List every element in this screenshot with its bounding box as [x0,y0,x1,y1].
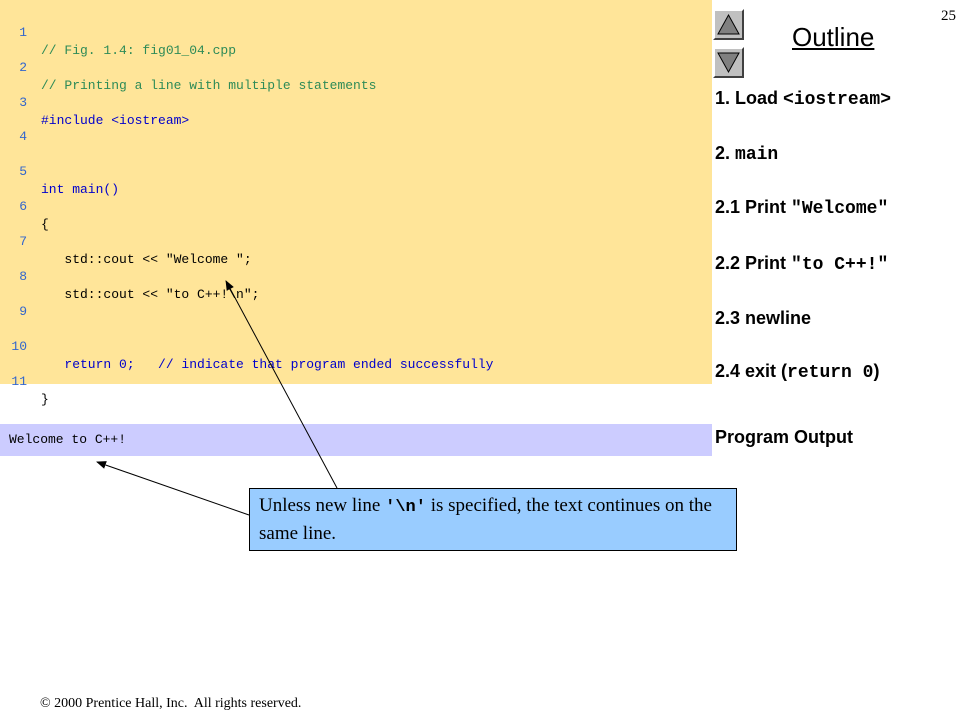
code-text: // Printing a line with multiple stateme… [41,78,377,93]
outline-item: 2.4 exit (return 0) [715,360,879,384]
line-number: 4 [19,129,27,144]
line-number: 11 [11,374,27,389]
arrow-to-code [225,280,338,489]
code-text: // Fig. 1.4: fig01_04.cpp [41,43,237,58]
code-line: 10 return 0; // indicate that program en… [0,320,712,372]
outline-item-label: 2.2 Print [715,253,792,273]
outline-item-label: 2. [715,143,736,163]
code-text: std::cout << "to C++!\n"; [41,287,260,302]
outline-item-code: "Welcome" [791,199,889,219]
outline-item: 2.3 newline [715,307,811,331]
outline-item: 2.2 Print "to C++!" [715,252,888,276]
outline-item-code: "to C++!" [791,255,889,275]
outline-item: 2.1 Print "Welcome" [715,196,888,220]
callout-code: '\n' [385,498,426,517]
code-text: #include <iostream> [41,113,190,128]
triangle-down-icon [717,52,740,74]
outline-item: 1. Load <iostream> [715,87,891,111]
line-number: 8 [19,269,27,284]
previous-slide-button[interactable] [713,9,744,40]
outline-item: Program Output [715,426,853,450]
outline-item-code: return 0 [787,363,874,383]
code-line: 1 // Fig. 1.4: fig01_04.cpp [0,6,712,58]
outline-title: Outline [792,22,875,52]
code-line: 9 [0,285,712,319]
code-text: return 0; // indicate that program ended… [41,357,494,372]
copyright-footer: © 2000 Prentice Hall, Inc. All rights re… [40,696,301,712]
code-line: 7 std::cout << "Welcome "; [0,215,712,267]
code-line: 6 { [0,180,712,232]
program-output-text: Welcome to C++! [9,432,127,447]
outline-item-label: 2.3 newline [715,308,812,328]
line-number: 1 [19,25,27,40]
program-output-panel: Welcome to C++! [0,424,712,456]
callout-text: Unless new line [259,495,386,516]
code-line: 3 #include <iostream> [0,76,712,128]
outline-item-code: <iostream> [783,90,892,110]
copyright-icon: © [40,696,51,711]
line-number: 7 [19,234,27,249]
outline-item-label: Program Output [715,427,853,447]
next-slide-button[interactable] [713,47,744,78]
callout-box: Unless new line '\n' is specified, the t… [249,488,737,551]
code-line: 2 // Printing a line with multiple state… [0,41,712,93]
outline-item: 2. main [715,142,778,166]
code-line: 8 std::cout << "to C++!\n"; [0,250,712,302]
page-number: 25 [941,8,956,24]
code-panel: 1 // Fig. 1.4: fig01_04.cpp 2 // Printin… [0,0,712,407]
callout-text: is specified, the text continues on the … [259,495,712,544]
line-number: 9 [19,304,27,319]
code-line: 11 } [0,355,712,407]
line-number: 3 [19,95,27,110]
line-number: 6 [19,199,27,214]
line-number: 2 [19,60,27,75]
code-line: 5 int main() [0,145,712,197]
triangle-up-icon [717,13,740,35]
outline-item-suffix: ) [873,361,880,381]
line-number: 10 [11,339,27,354]
code-text: { [41,217,49,232]
arrow-to-output [96,461,250,516]
outline-item-label: 2.1 Print [715,197,792,217]
code-text: int main() [41,182,120,197]
code-text: } [41,392,49,407]
code-text: std::cout << "Welcome "; [41,252,252,267]
code-line: 4 [0,110,712,144]
line-number: 5 [19,164,27,179]
outline-item-code: main [735,145,779,165]
outline-item-label: 2.4 exit ( [715,361,788,381]
outline-item-label: 1. Load [715,88,784,108]
copyright-text: 2000 Prentice Hall, Inc. All rights rese… [54,696,302,711]
